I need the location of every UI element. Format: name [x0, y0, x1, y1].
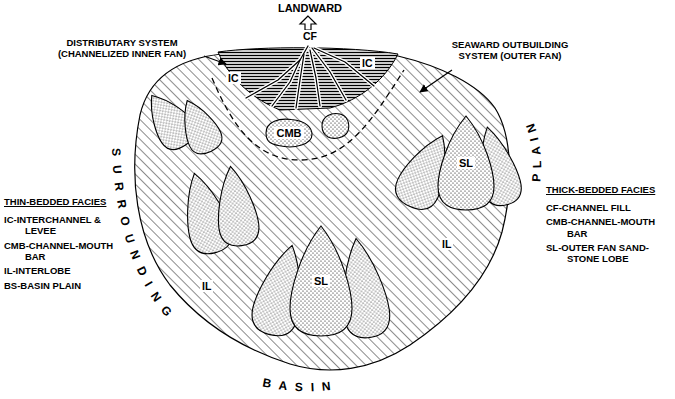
mouth-bar-shape: [266, 119, 312, 147]
mouth-bar: CMB: [266, 118, 312, 148]
inner-fan-boundary: [212, 70, 404, 160]
facies-code: IL: [200, 280, 213, 292]
facies-code: IC: [226, 72, 241, 84]
thin-bedded-key: THIN-BEDDED FACIES IC-INTERCHANNEL & LEVE…: [4, 196, 124, 294]
system-label: SEAWARD OUTBUILDING SYSTEM (OUTER FAN): [442, 40, 578, 62]
plain-label: SURROUNDING: [109, 148, 181, 326]
plain-label: BASIN: [261, 375, 339, 394]
facies-code: SL: [312, 275, 330, 287]
plain-label: PLAIN: [521, 116, 544, 182]
inner-fan-hatch: [218, 48, 398, 110]
key-entry: CMB-CHANNEL-MOUTH BAR: [4, 240, 124, 263]
leader-arrow: [420, 70, 452, 92]
sand-lobe: [211, 164, 262, 249]
key-heading: THICK-BEDDED FACIES: [546, 184, 672, 196]
thick-bedded-key: THICK-BEDDED FACIES CF-CHANNEL FILL CMB-CH…: [546, 184, 672, 268]
leader-arrow: [204, 56, 226, 64]
facies-code: IC: [360, 57, 375, 69]
system-label: DISTRIBUTARY SYSTEM (CHANNELIZED INNER F…: [44, 38, 200, 60]
plain-label: BASIN: [261, 375, 339, 394]
direction-label: LANDWARD: [270, 2, 350, 15]
sandstone-lobe-shape: [290, 226, 352, 336]
landward-arrow: [300, 16, 316, 30]
sandstone-lobe: SL: [438, 116, 494, 210]
facies-code: CF: [301, 30, 319, 42]
facies-code: CMB: [274, 127, 303, 139]
mouth-bar-blob: [322, 114, 349, 139]
facies-code: SL: [457, 157, 475, 169]
key-entry: IL-INTERLOBE: [4, 265, 124, 276]
sand-lobe: [172, 93, 226, 158]
facies-code: IL: [440, 238, 453, 250]
lobe-cluster: [136, 85, 525, 341]
sandstone-lobe: SL: [290, 226, 352, 336]
key-entry: BS-BASIN PLAIN: [4, 280, 124, 291]
key-entry: IC-INTERCHANNEL & LEVEE: [4, 214, 124, 237]
plain-label: SURROUNDING: [109, 148, 181, 326]
key-entry: CMB-CHANNEL-MOUTH BAR: [546, 216, 672, 239]
key-heading: THIN-BEDDED FACIES: [4, 196, 124, 208]
key-entry: SL-OUTER FAN SAND-STONE LOBE: [546, 242, 672, 265]
plain-label: PLAIN: [521, 116, 544, 182]
distributary-channels: [246, 46, 374, 108]
sandstone-lobe-shape: [438, 116, 494, 210]
key-entry: CF-CHANNEL FILL: [546, 202, 672, 213]
